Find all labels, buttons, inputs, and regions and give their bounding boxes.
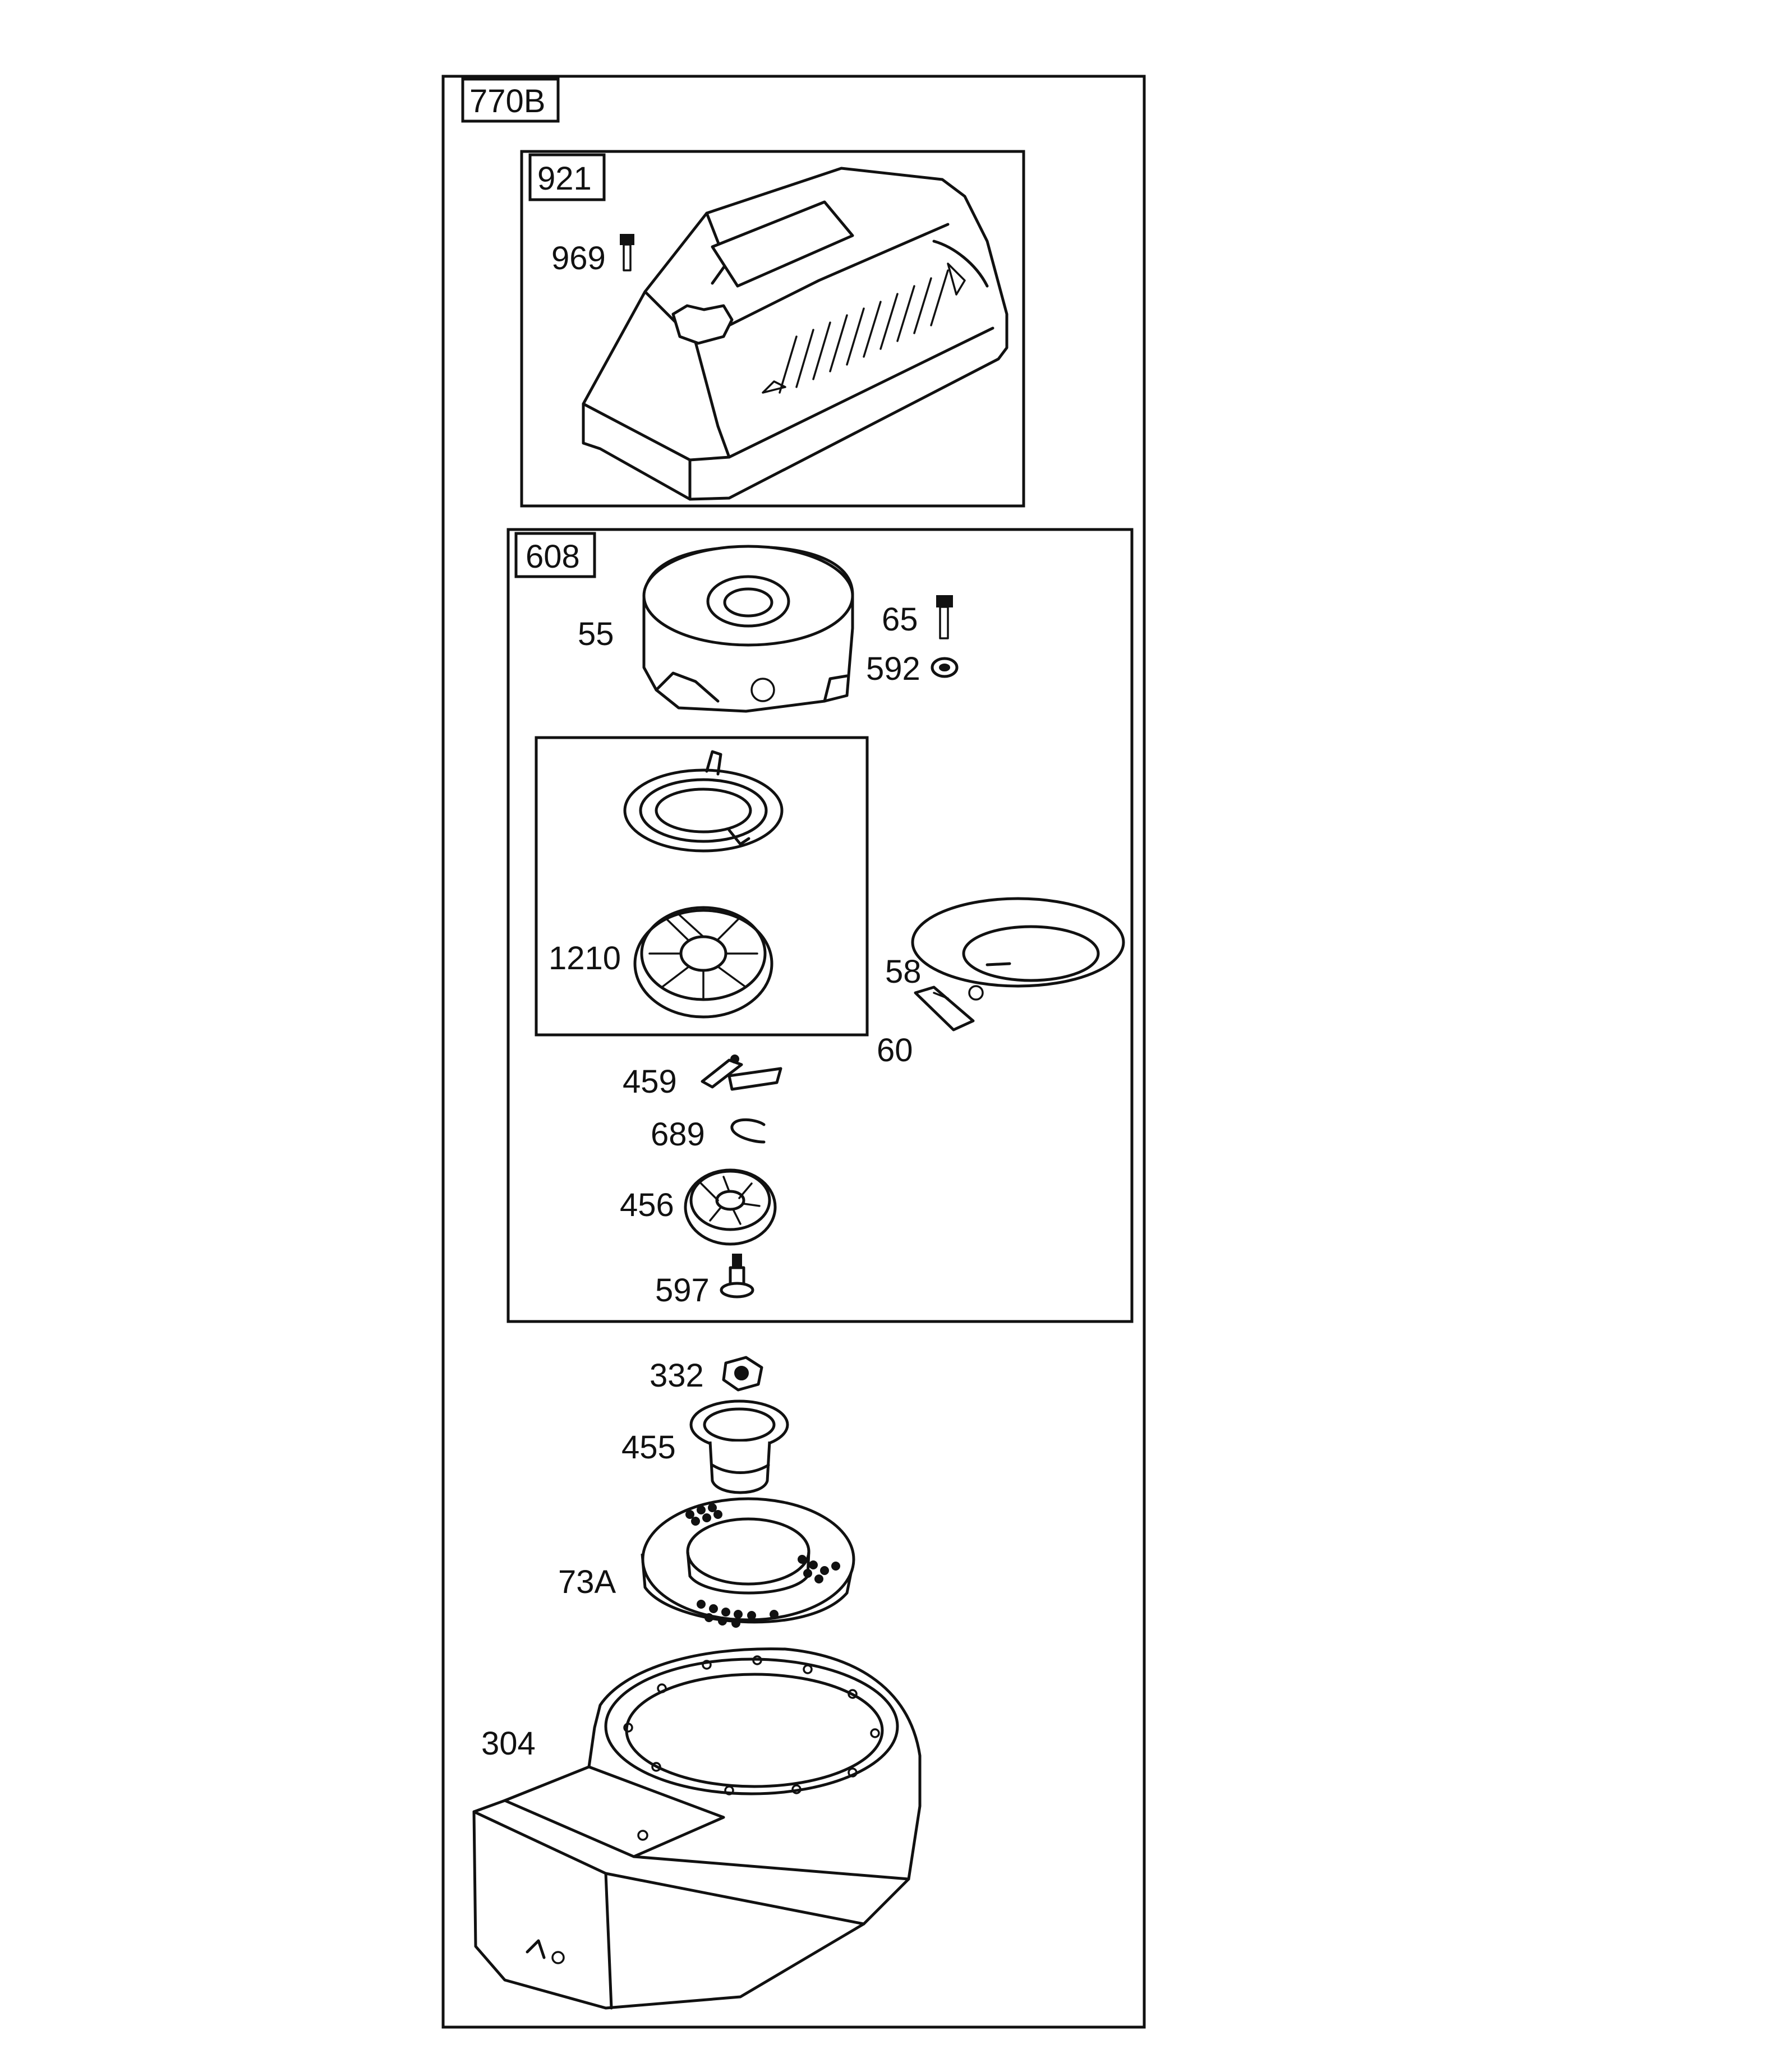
part-label-304: 304 [481,1725,536,1762]
part-label-332: 332 [650,1357,704,1394]
part-label-73a: 73A [558,1564,616,1600]
part-58-starter-rope [911,897,1125,988]
part-60-starter-handle [914,985,984,1032]
engine-cover-drawing [582,167,1008,501]
part-304-blower-housing [472,1647,922,2010]
part-label-58: 58 [885,954,922,990]
cover-group-id-label: 921 [537,160,592,197]
part-969-bolt [620,234,634,271]
starter-group-frame [506,528,1134,1323]
starter-group-id-box [514,532,596,578]
part-label-597: 597 [655,1272,710,1309]
part-1210-pulley [633,906,773,1019]
cover-group-frame [520,150,1025,508]
part-label-65: 65 [882,601,918,638]
part-332-nut [722,1356,763,1392]
part-597-screw [720,1254,754,1299]
cover-group-id-box [528,153,606,201]
part-459-pawls [701,1055,782,1091]
starter-group-id-label: 608 [526,538,580,575]
part-55-starter-housing [642,545,854,713]
part-label-455: 455 [621,1429,676,1466]
part-73a-rotating-screen [641,1497,855,1628]
part-label-459: 459 [623,1063,677,1100]
part-455-starter-cup [689,1399,789,1494]
part-1210-rewind-spring [623,750,784,853]
pulley-subgroup-frame [535,736,869,1037]
part-label-55: 55 [578,616,614,652]
part-65-bolt [936,595,953,639]
part-label-456: 456 [620,1187,674,1223]
part-label-592: 592 [866,651,920,687]
assembly-frame-770b [441,75,1146,2029]
part-label-60: 60 [877,1032,913,1069]
assembly-id-label: 770B [469,83,545,119]
part-456-ratchet [684,1168,777,1246]
part-label-1210: 1210 [549,940,621,977]
part-label-689: 689 [651,1116,705,1153]
assembly-id-box [461,77,560,123]
part-689-retainer-clip [730,1118,766,1144]
part-label-969: 969 [551,240,606,277]
part-592-nut [931,657,959,678]
